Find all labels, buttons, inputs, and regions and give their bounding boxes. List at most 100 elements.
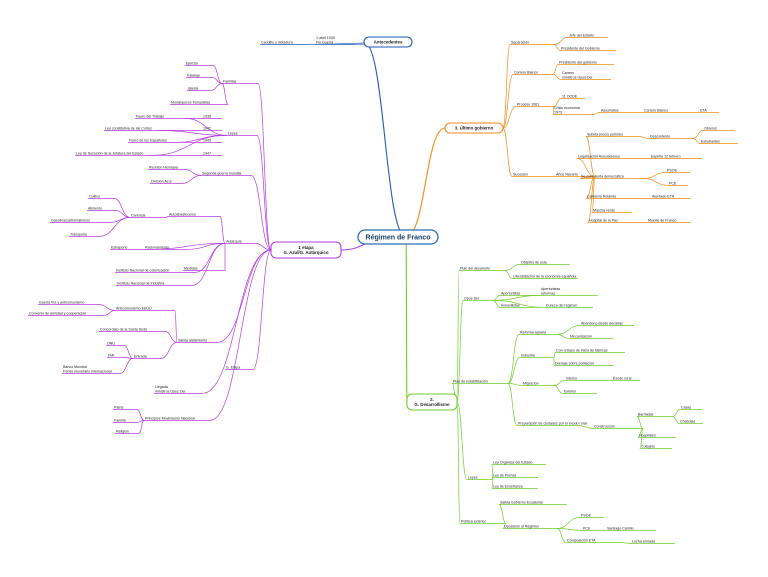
node-desarrollismo[interactable]: Colegios — [640, 444, 672, 449]
node-primera-etapa[interactable]: Convenio de amistad y cooperación — [28, 311, 104, 316]
node-ultimo-gobierno[interactable]: Legalización Asociaciones — [577, 154, 647, 159]
node-ultimo-gobierno[interactable]: Se crea Junta democrática — [580, 174, 644, 179]
node-ultimo-gobierno[interactable]: Sucesión — [512, 172, 548, 177]
topic-desarrollismo[interactable]: 2.G. Desarrollismo — [406, 393, 458, 411]
node-primera-etapa[interactable]: Fuero de los Españoles — [128, 138, 174, 143]
node-desarrollismo[interactable]: Construcción — [593, 424, 643, 429]
node-desarrollismo[interactable]: Objetivo de este — [520, 260, 570, 265]
node-desarrollismo[interactable]: Lucha armada — [631, 539, 675, 544]
node-desarrollismo[interactable]: Exterior — [563, 389, 597, 394]
node-desarrollismo[interactable]: Reforma agraria — [519, 330, 557, 335]
node-ultimo-gobierno[interactable]: Jefe del Estado — [568, 33, 608, 38]
node-ultimo-gobierno[interactable]: PCE — [668, 181, 688, 186]
node-primera-etapa[interactable]: Entrada — [133, 354, 161, 359]
node-primera-etapa[interactable]: Religión — [115, 429, 139, 434]
node-desarrollismo[interactable]: Salida Gobierno Ecuatorial — [499, 500, 567, 505]
node-desarrollismo[interactable]: PSOE — [580, 513, 604, 518]
node-primera-etapa[interactable]: Ejército — [185, 61, 213, 66]
node-desarrollismo[interactable]: Liberalización de la economía española — [512, 274, 578, 279]
node-primera-etapa[interactable]: División Azul — [150, 179, 182, 184]
node-ultimo-gobierno[interactable]: Años Navarro — [555, 172, 595, 177]
node-primera-etapa[interactable]: 1945 — [202, 138, 222, 143]
central-topic[interactable]: Régimen de Franco — [357, 229, 439, 245]
node-desarrollismo[interactable]: Éxodo rural — [612, 375, 640, 381]
node-ultimo-gobierno[interactable]: Presidente del Gobierno — [560, 46, 616, 51]
node-desarrollismo[interactable]: Interior — [565, 376, 597, 381]
node-ultimo-gobierno[interactable]: Asesinatos — [600, 108, 640, 113]
node-ultimo-gobierno[interactable]: Descontento — [649, 134, 693, 139]
node-ultimo-gobierno[interactable]: Separación — [510, 40, 554, 45]
node-primera-etapa[interactable]: Alimento — [87, 206, 115, 211]
node-ultimo-gobierno[interactable]: Hospital de la Paz — [588, 218, 636, 223]
node-desarrollismo[interactable]: Chabolas — [679, 419, 703, 424]
node-primera-etapa[interactable]: Ley constitutiva de las Cortes — [104, 126, 158, 131]
node-desarrollismo[interactable]: Ley de Enseñanza — [492, 484, 538, 489]
node-primera-etapa[interactable]: Gasolina/carbón/abonos — [50, 218, 110, 223]
node-antecedentes[interactable]: Caudillo y dictadura — [260, 40, 304, 45]
node-primera-etapa[interactable]: Guerra fría y anticomunismo — [38, 300, 98, 305]
node-desarrollismo[interactable]: Plan de estabilización — [452, 379, 508, 384]
node-ultimo-gobierno[interactable]: Muerte de Franco — [647, 218, 691, 223]
node-primera-etapa[interactable]: G. Etapa — [225, 365, 253, 370]
node-desarrollismo[interactable]: Hospitales — [638, 433, 676, 438]
node-desarrollismo[interactable]: Casas — [680, 405, 702, 410]
node-primera-etapa[interactable]: Medidas — [183, 266, 225, 271]
node-primera-etapa[interactable]: 1947 — [202, 151, 222, 156]
node-desarrollismo[interactable]: Plan del desarrollo — [459, 266, 505, 271]
node-primera-etapa[interactable]: Fuero del Trabajo — [135, 114, 185, 119]
node-desarrollismo[interactable]: Abandono desde décadas — [580, 321, 634, 326]
node-primera-etapa[interactable]: Salida aislamiento — [177, 338, 217, 343]
node-desarrollismo[interactable]: Drenaje sobre población — [554, 361, 614, 366]
node-ultimo-gobierno[interactable]: Estudiantes — [700, 139, 738, 144]
node-primera-etapa[interactable]: Carencia — [130, 213, 166, 218]
node-desarrollismo[interactable]: Oposición al Régimen — [503, 524, 557, 529]
node-desarrollismo[interactable]: Industria — [520, 353, 554, 358]
node-primera-etapa[interactable]: Racionamiento — [144, 245, 186, 250]
node-primera-etapa[interactable]: Monárquicos franquistas — [170, 100, 228, 105]
node-primera-etapa[interactable]: Patria — [113, 405, 137, 410]
node-ultimo-gobierno[interactable]: Espíritu 12 febrero — [650, 154, 702, 159]
node-desarrollismo[interactable]: Migración — [522, 381, 554, 386]
node-ultimo-gobierno[interactable]: 11 OCDE — [561, 94, 585, 99]
node-primera-etapa[interactable]: Familia — [113, 418, 137, 423]
node-desarrollismo[interactable]: Ley Orgánica del Estado — [492, 460, 546, 465]
node-primera-etapa[interactable]: Segunda guerra mundial — [201, 171, 251, 176]
node-ultimo-gobierno[interactable]: Marcha verde — [592, 208, 632, 213]
node-primera-etapa[interactable]: Estraperlo — [110, 245, 148, 250]
node-primera-etapa[interactable]: 1942 — [202, 126, 222, 131]
node-primera-etapa[interactable]: Ley de Sucesión de la Jefatura del Estad… — [75, 151, 151, 156]
node-desarrollismo[interactable]: Aperturistas — [500, 291, 542, 296]
node-desarrollismo[interactable]: Inmovilistas — [500, 303, 542, 308]
node-ultimo-gobierno[interactable]: Atentado ETA — [651, 194, 691, 199]
node-desarrollismo[interactable]: Leyes — [467, 475, 493, 480]
node-primera-etapa[interactable]: Concordato de la Santa Sede — [99, 327, 165, 332]
node-ultimo-gobierno[interactable]: Presidente del gobierno — [558, 60, 614, 65]
node-desarrollismo[interactable]: Preparación de ciudades por el éxodo rur… — [517, 421, 587, 426]
node-ultimo-gobierno[interactable]: Cafetería Rolando — [586, 194, 638, 199]
node-desarrollismo[interactable]: Ley de Prensa — [492, 473, 538, 478]
node-ultimo-gobierno[interactable]: Subida precio petróleo — [586, 132, 638, 137]
node-primera-etapa[interactable]: Iglesia — [187, 86, 211, 91]
node-desarrollismo[interactable]: Composición ETA — [566, 538, 618, 543]
node-ultimo-gobierno[interactable]: Carrero Blanco — [643, 108, 683, 113]
node-desarrollismo[interactable]: Opus Dei — [463, 296, 493, 301]
node-primera-etapa[interactable]: Principios Movimiento Nacional — [144, 416, 210, 421]
node-primera-etapa[interactable]: FMI — [107, 353, 123, 358]
node-desarrollismo[interactable]: Barriadas — [637, 412, 673, 417]
node-primera-etapa[interactable]: Instituto Nacional de colonización — [115, 268, 195, 273]
node-primera-etapa[interactable]: Anticomunismo EEUU — [115, 306, 175, 311]
node-desarrollismo[interactable]: Dureza del régimen — [545, 303, 593, 308]
node-desarrollismo[interactable]: Con retraso de inicio de fábricas — [555, 348, 625, 353]
topic-ultimo-gobierno[interactable]: 3. Último gobierno — [444, 122, 504, 134]
node-ultimo-gobierno[interactable]: Carrero Blanco — [513, 70, 553, 75]
node-primera-etapa[interactable]: Autoabastecerse — [168, 212, 220, 217]
node-primera-etapa[interactable]: Leyes — [227, 131, 257, 136]
node-desarrollismo[interactable]: PCE — [582, 526, 602, 531]
